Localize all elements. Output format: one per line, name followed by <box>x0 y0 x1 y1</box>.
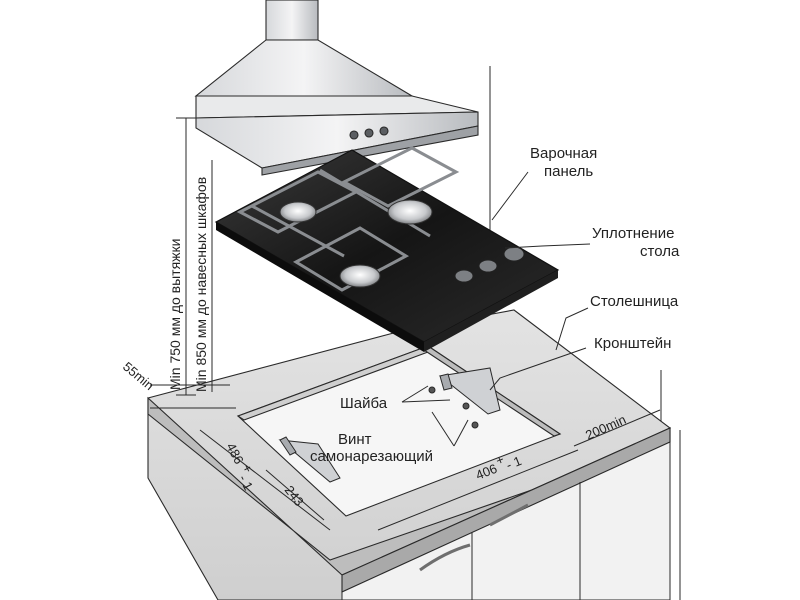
cabinet <box>341 441 671 600</box>
knob-icon <box>478 259 498 273</box>
dimension-lines <box>150 117 661 531</box>
burners <box>279 199 433 288</box>
svg-text:- 1: - 1 <box>236 472 256 492</box>
leader-lines <box>401 171 591 447</box>
range-hood <box>194 0 479 176</box>
knob-icon <box>503 246 525 262</box>
label-washer: Шайба <box>340 395 388 412</box>
label-bracket: Кронштейн <box>594 335 671 352</box>
mounting-brackets <box>278 367 501 483</box>
control-knobs <box>454 246 525 283</box>
label-countertop: Столешница <box>590 293 679 310</box>
pan-supports <box>236 146 460 292</box>
knob-icon <box>454 269 474 283</box>
svg-text:- 1: - 1 <box>504 453 524 473</box>
dim-hood-clearance: Min 750 мм до вытяжки <box>167 239 183 390</box>
gas-hob <box>214 146 560 352</box>
dim-side-margin: 55min <box>120 359 157 393</box>
dim-cabinet-clearance: Min 850 мм до навесных шкафов <box>193 177 209 392</box>
